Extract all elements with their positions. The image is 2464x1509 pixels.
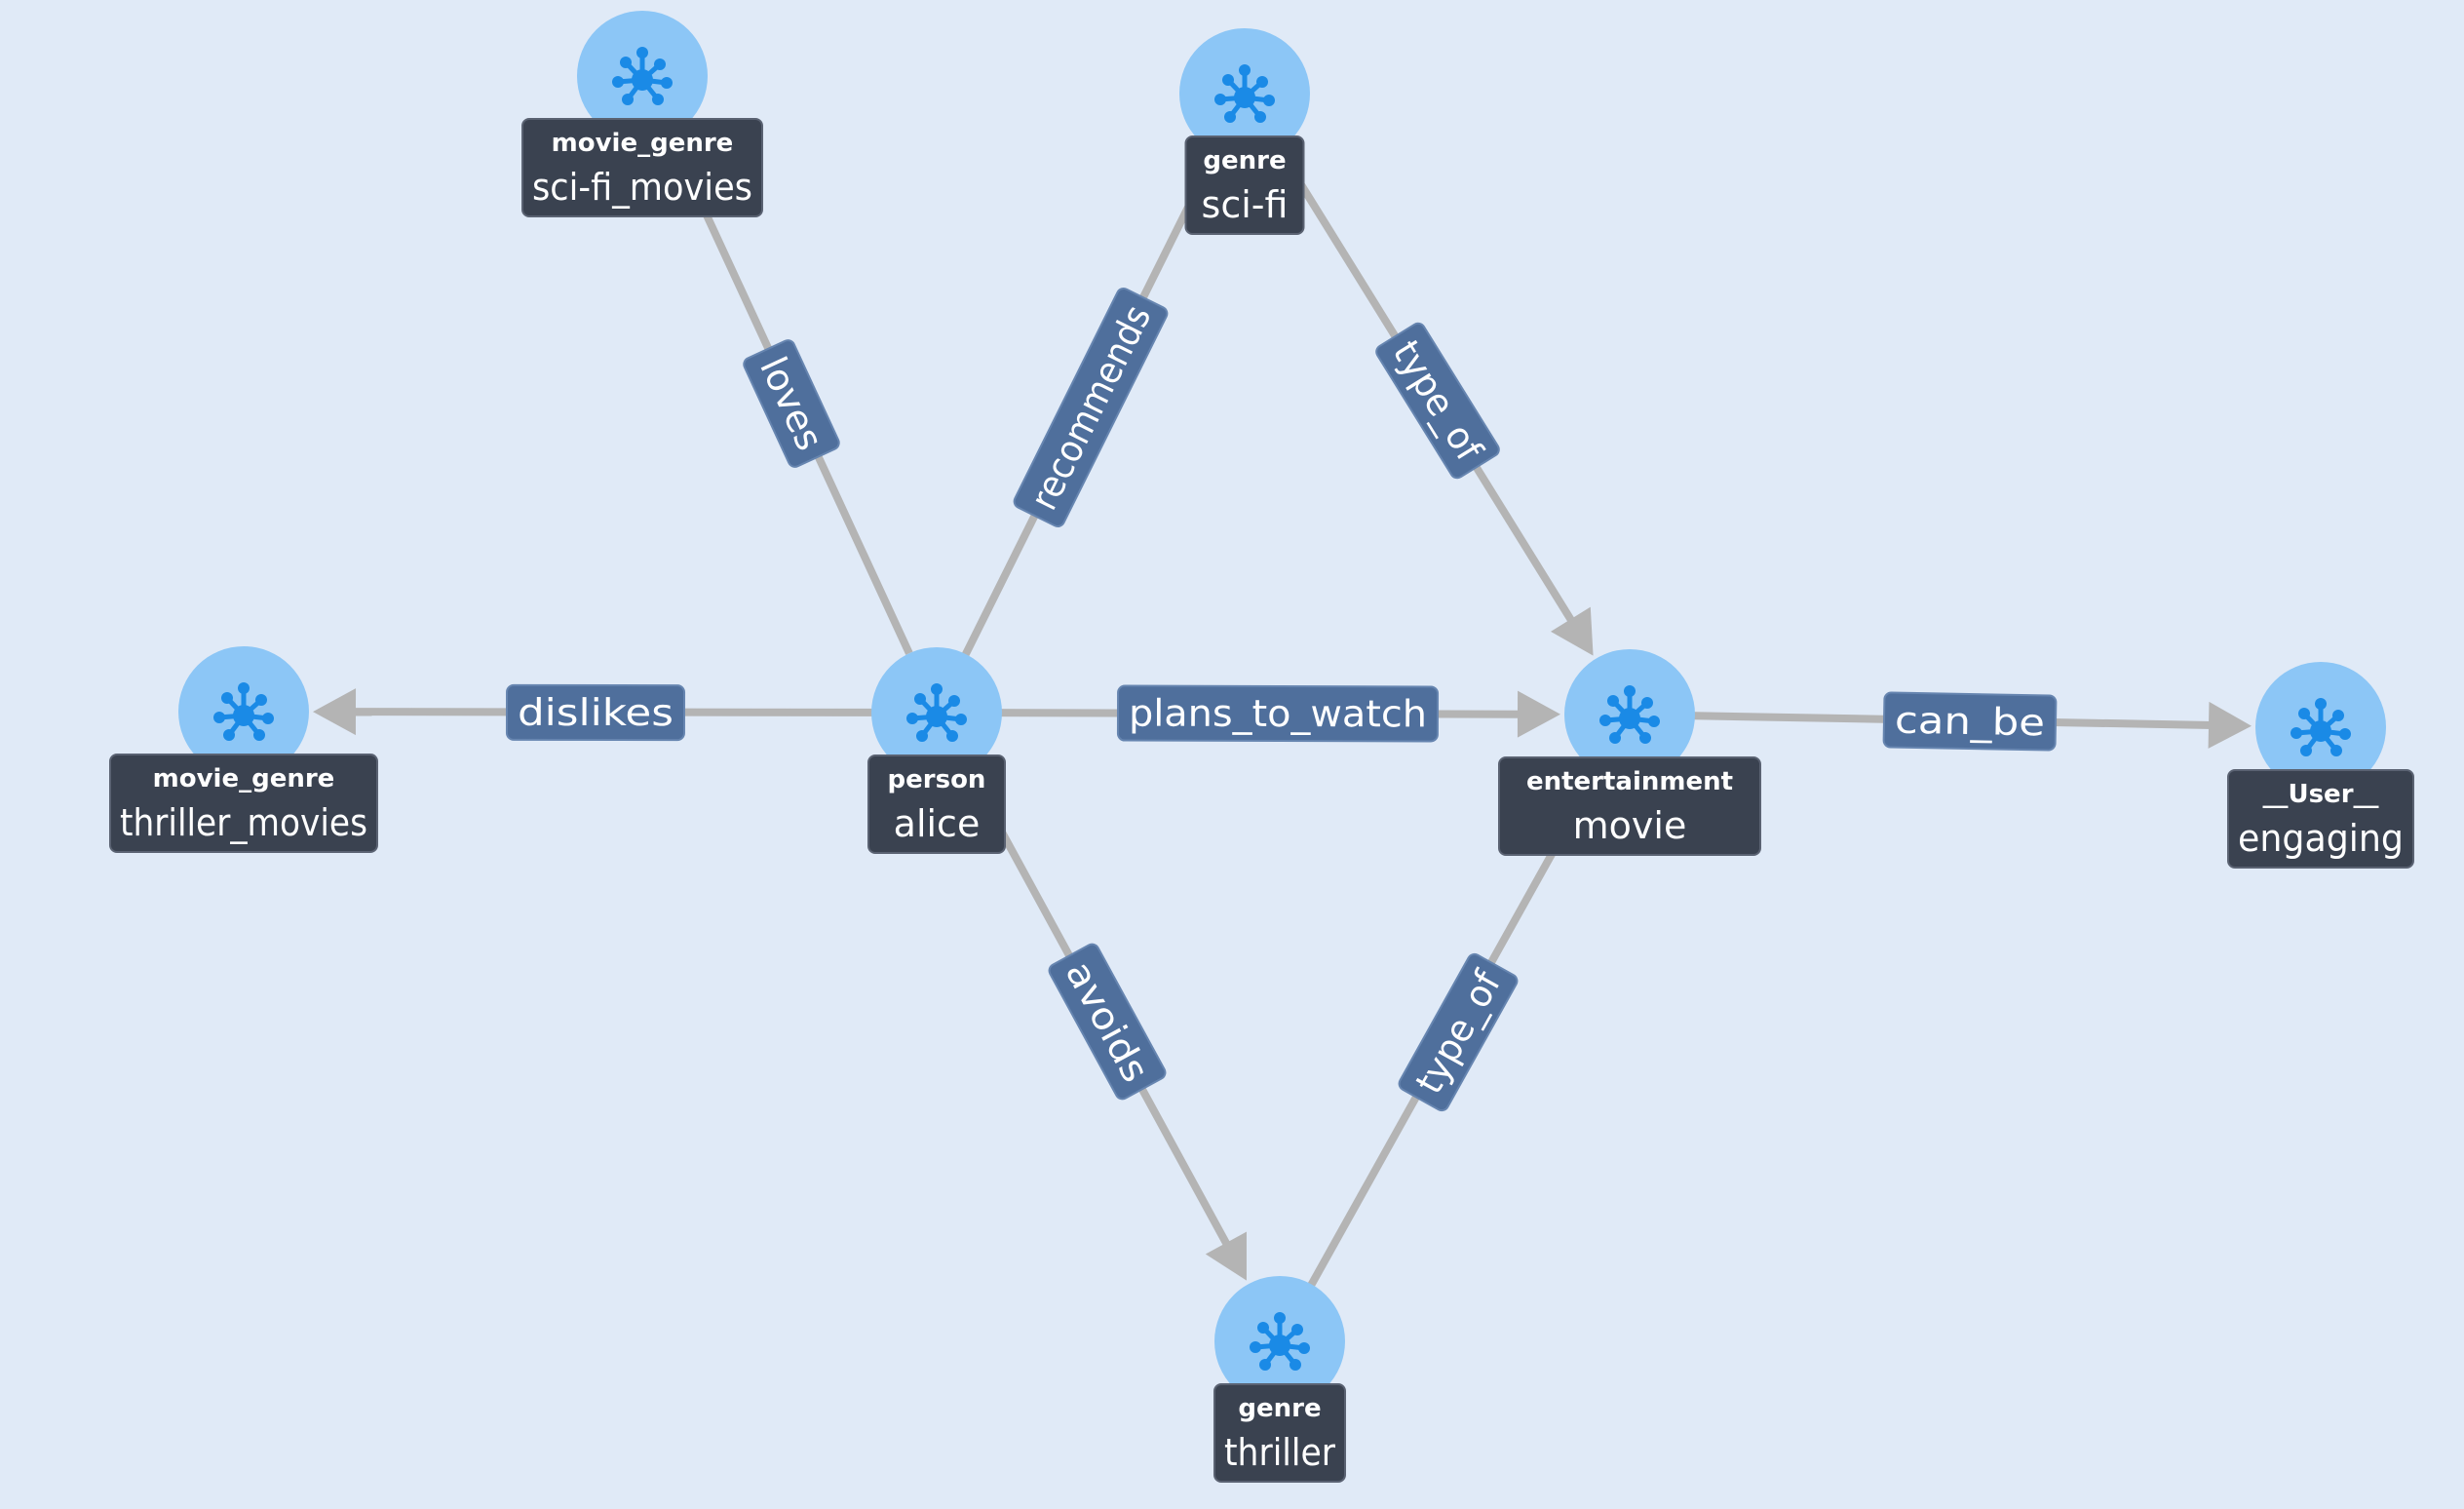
node-label-badge <box>1184 135 1305 235</box>
node-label-badge <box>1498 756 1761 856</box>
edge-label-badge <box>1013 288 1169 527</box>
edge-label-0[interactable]: loves <box>742 338 841 469</box>
node-label: genre sci-fi <box>1184 135 1305 235</box>
node-label: __User__ engaging <box>2227 769 2414 869</box>
edge-label-7[interactable]: type_of <box>1397 951 1520 1112</box>
arrowhead-icon <box>2208 701 2252 749</box>
node-sci-fi-movies[interactable]: movie_genre sci-fi_movies <box>521 11 763 217</box>
edge-label-badge <box>1882 691 2058 752</box>
edge-label-badge <box>1375 322 1500 480</box>
node-type-text: genre <box>1238 1394 1321 1423</box>
node-name-text: thriller_movies <box>120 801 367 844</box>
node-thriller-movies[interactable]: movie_genre thriller_movies <box>109 646 378 853</box>
edge-label-badge <box>743 339 840 468</box>
node-label: movie_genre thriller_movies <box>109 754 378 853</box>
edge-label-6[interactable]: avoids <box>1047 942 1168 1102</box>
edge-label-text: recommends <box>1022 298 1160 517</box>
node-label-badge <box>109 754 378 853</box>
node-label-badge <box>867 754 1006 854</box>
node-type-text: movie_genre <box>552 129 734 158</box>
node-name-text: sci-fi <box>1202 183 1289 226</box>
node-movie[interactable]: entertainment movie <box>1498 649 1761 856</box>
edge-label-badge <box>1048 943 1167 1101</box>
node-type-text: movie_genre <box>153 764 335 793</box>
edge-label-5[interactable]: can_be <box>1882 691 2058 752</box>
edge-labels-layer: loves recommends type_of dislikes plans_to_w… <box>505 287 2058 1112</box>
edge-label-3[interactable]: dislikes <box>505 683 686 742</box>
node-alice[interactable]: person alice <box>867 647 1006 854</box>
node-sci-fi[interactable]: genre sci-fi <box>1179 28 1310 235</box>
edge-label-2[interactable]: type_of <box>1374 321 1502 481</box>
node-name-text: thriller <box>1224 1431 1335 1474</box>
node-label: person alice <box>867 754 1006 854</box>
node-type-text: entertainment <box>1526 767 1733 796</box>
node-label: entertainment movie <box>1498 756 1761 856</box>
node-label-badge <box>2227 769 2414 869</box>
nodes-layer: movie_genresci-fi_moviesgenresci-fimovie… <box>109 11 2414 1483</box>
arrowhead-icon <box>1550 606 1594 656</box>
node-engaging[interactable]: __User__ engaging <box>2227 662 2414 869</box>
edge-label-text: can_be <box>1895 699 2046 745</box>
edge-label-badge <box>1116 684 1440 743</box>
node-type-text: person <box>888 765 986 794</box>
edge-label-text: plans_to_watch <box>1129 692 1427 736</box>
node-type-text: __User__ <box>2262 780 2378 809</box>
node-thriller[interactable]: genre thriller <box>1213 1276 1346 1483</box>
edge-label-badge <box>505 683 686 742</box>
node-name-text: engaging <box>2238 817 2404 860</box>
node-label-badge <box>1213 1383 1346 1483</box>
node-name-text: sci-fi_movies <box>532 166 752 209</box>
arrowhead-icon <box>1517 690 1561 738</box>
node-name-text: movie <box>1573 804 1687 847</box>
node-name-text: alice <box>894 802 981 845</box>
arrowhead-icon <box>312 688 357 736</box>
arrowhead-icon <box>1205 1231 1247 1281</box>
edge-label-text: dislikes <box>518 691 674 734</box>
node-label-badge <box>521 118 763 217</box>
node-label: movie_genre sci-fi_movies <box>521 118 763 217</box>
node-label: genre thriller <box>1213 1383 1346 1483</box>
edge-label-4[interactable]: plans_to_watch <box>1116 684 1440 743</box>
node-type-text: genre <box>1203 146 1286 175</box>
edge-label-badge <box>1398 952 1519 1112</box>
edge-label-1[interactable]: recommends <box>1012 287 1170 529</box>
